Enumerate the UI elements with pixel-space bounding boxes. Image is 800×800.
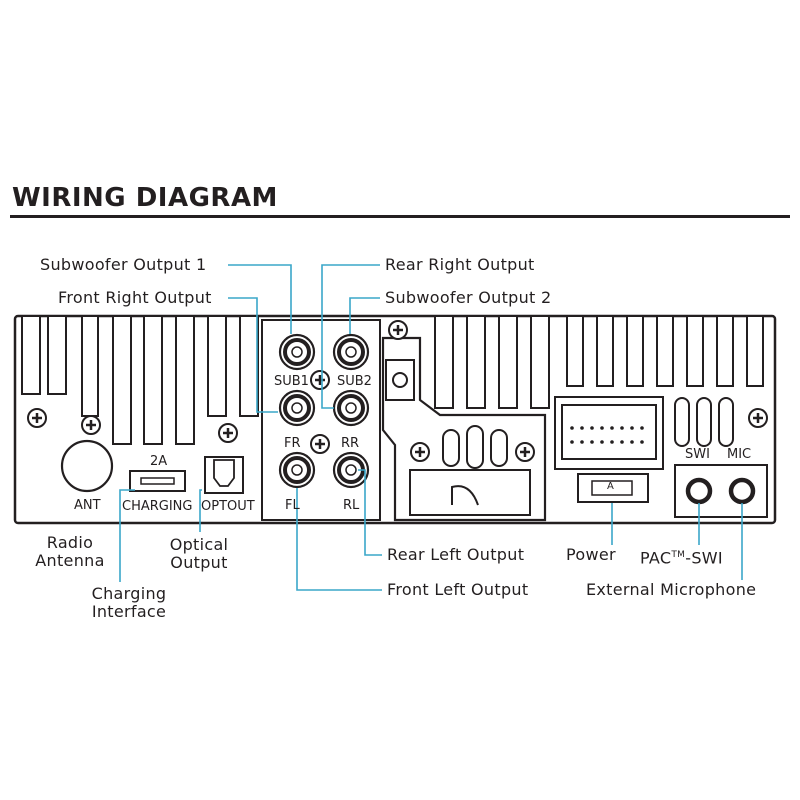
page-title: WIRING DIAGRAM bbox=[12, 183, 278, 213]
callout-front-right-output: Front Right Output bbox=[58, 288, 212, 307]
panel-label-rl: RL bbox=[343, 498, 360, 513]
panel-label-optout: OPTOUT bbox=[201, 499, 255, 514]
pac-swi-trademark: TM bbox=[671, 550, 686, 560]
callout-front-left-output: Front Left Output bbox=[387, 580, 529, 599]
callout-external-microphone: External Microphone bbox=[586, 580, 757, 599]
panel-label-fl: FL bbox=[285, 498, 300, 513]
callout-radio-antenna: Radio Antenna bbox=[25, 534, 115, 570]
callout-rear-right-output: Rear Right Output bbox=[385, 255, 535, 274]
callout-charging-interface-line2: Interface bbox=[91, 602, 167, 621]
callout-radio-antenna-line2: Antenna bbox=[35, 551, 105, 570]
callout-optical-output-line2: Output bbox=[170, 553, 228, 572]
panel-label-mic: MIC bbox=[727, 447, 752, 462]
callout-radio-antenna-line1: Radio bbox=[46, 533, 94, 552]
callout-subwoofer-output-1: Subwoofer Output 1 bbox=[40, 255, 207, 274]
leader-lines bbox=[119, 264, 743, 591]
pac-swi-suffix: -SWI bbox=[685, 548, 723, 568]
callout-optical-output: Optical Output bbox=[157, 536, 241, 572]
title-rule bbox=[10, 215, 790, 218]
panel-label-sub1: SUB1 bbox=[274, 374, 309, 389]
callout-charging-interface: Charging Interface bbox=[80, 585, 178, 621]
pac-swi-prefix: PAC bbox=[640, 548, 672, 568]
callout-pac-swi: PACTM-SWI bbox=[640, 546, 723, 567]
callout-charging-interface-line1: Charging bbox=[91, 584, 167, 603]
panel-label-rr: RR bbox=[341, 436, 360, 451]
callout-rear-left-output: Rear Left Output bbox=[387, 545, 525, 564]
callout-power: Power bbox=[566, 545, 616, 564]
chassis bbox=[13, 314, 777, 525]
panel-label-sub2: SUB2 bbox=[337, 374, 372, 389]
panel-label-fr: FR bbox=[284, 436, 301, 451]
callout-optical-output-line1: Optical bbox=[169, 535, 229, 554]
panel-label-2a: 2A bbox=[150, 454, 168, 469]
panel-label-connector-a: A bbox=[607, 481, 614, 492]
callout-subwoofer-output-2: Subwoofer Output 2 bbox=[385, 288, 552, 307]
panel-label-ant: ANT bbox=[74, 498, 101, 513]
panel-label-swi: SWI bbox=[685, 447, 710, 462]
panel-label-charging: CHARGING bbox=[122, 499, 193, 514]
